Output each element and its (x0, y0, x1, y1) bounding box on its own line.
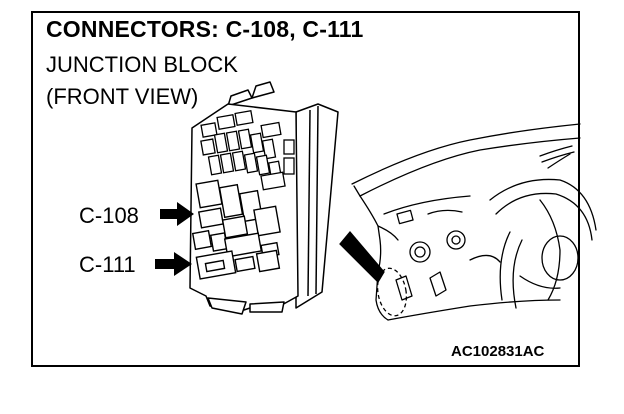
location-marker (339, 230, 408, 317)
page-title: CONNECTORS: C-108, C-111 (46, 16, 364, 42)
lower-connector-sockets (191, 179, 281, 280)
subtitle-junction-block: JUNCTION BLOCK (46, 52, 238, 77)
dashboard-sketch (351, 123, 597, 321)
subtitle-front-view: (FRONT VIEW) (46, 84, 199, 109)
arrow-c108 (160, 202, 194, 226)
upper-fuse-slots (200, 109, 295, 191)
arrow-c111 (155, 252, 192, 276)
pointer-arrows (155, 202, 194, 276)
label-c111: C-111 (79, 252, 136, 277)
figure-code: AC102831AC (451, 343, 545, 360)
label-c108: C-108 (79, 203, 139, 228)
